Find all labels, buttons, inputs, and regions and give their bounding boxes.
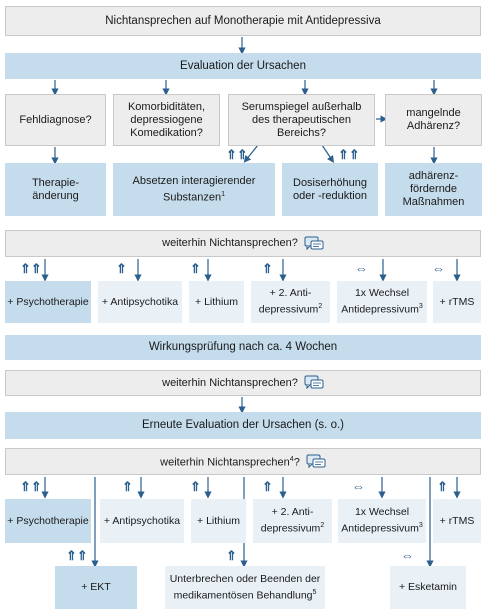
option-second-antidepressant-2: + 2. Anti-depressivum2 bbox=[253, 499, 332, 543]
strong-recommendation-arrow: ⇑⇑ bbox=[20, 479, 42, 494]
option-psychotherapy-2: + Psychotherapie bbox=[5, 499, 91, 543]
open-recommendation-symbol: ⇔ bbox=[355, 261, 368, 276]
weak-recommendation-arrow: ⇑ bbox=[122, 479, 133, 494]
cause-misdiagnosis: Fehldiagnose? bbox=[5, 94, 106, 146]
efficacy-check-box: Wirkungsprüfung nach ca. 4 Wochen bbox=[5, 335, 481, 360]
strong-recommendation-arrow: ⇑⇑ bbox=[338, 147, 360, 162]
option-lithium: + Lithium bbox=[189, 281, 244, 323]
second-ad-footnote: 2 bbox=[318, 303, 323, 311]
option-rtms: + rTMS bbox=[433, 281, 481, 323]
discontinue-label: Absetzen interagierender Substanzen bbox=[132, 174, 256, 204]
switch-line2-2: Antidepressivum bbox=[341, 522, 419, 535]
action-discontinue: Absetzen interagierender Substanzen1 bbox=[113, 163, 275, 216]
option-second-antidepressant: + 2. Anti-depressivum2 bbox=[251, 281, 330, 323]
weak-recommendation-arrow: ⇑ bbox=[437, 479, 448, 494]
weak-recommendation-arrow: ⇑ bbox=[116, 261, 127, 276]
weak-recommendation-arrow: ⇑ bbox=[262, 261, 273, 276]
open-recommendation-symbol: ⇔ bbox=[432, 261, 445, 276]
question-3-mark: ? bbox=[293, 456, 300, 469]
weak-recommendation-arrow: ⇑ bbox=[190, 479, 201, 494]
option-antipsychotics: + Antipsychotika bbox=[98, 281, 182, 323]
question-3-label: weiterhin Nichtansprechen bbox=[160, 456, 290, 469]
weak-recommendation-arrow: ⇑ bbox=[226, 548, 237, 563]
option-switch-antidepressant: 1x Wechsel Antidepressivum3 bbox=[337, 281, 427, 323]
weak-recommendation-arrow: ⇑ bbox=[262, 479, 273, 494]
chat-icon bbox=[304, 375, 324, 390]
option-lithium-2: + Lithium bbox=[191, 499, 246, 543]
open-recommendation-symbol: ⇔ bbox=[401, 548, 414, 563]
action-adherence: adhärenz-fördernde Maßnahmen bbox=[385, 163, 482, 216]
second-ad-label-2: + 2. Anti-depressivum bbox=[260, 506, 321, 535]
stop-label: Unterbrechen oder Beenden der medikament… bbox=[169, 572, 321, 602]
discontinue-footnote: 1 bbox=[221, 190, 225, 198]
option-antipsychotics-2: + Antipsychotika bbox=[100, 499, 184, 543]
strong-recommendation-arrow: ⇑⇑ bbox=[226, 147, 248, 162]
strong-recommendation-arrow: ⇑⇑ bbox=[66, 548, 88, 563]
strong-recommendation-arrow: ⇑⇑ bbox=[20, 261, 42, 276]
open-recommendation-symbol: ⇔ bbox=[352, 479, 365, 494]
question-2-label: weiterhin Nichtansprechen? bbox=[162, 376, 298, 389]
question-no-response-1: weiterhin Nichtansprechen? bbox=[5, 230, 481, 257]
second-ad-label: + 2. Anti-depressivum bbox=[258, 287, 319, 316]
option-rtms-2: + rTMS bbox=[433, 499, 481, 543]
cause-comorbidity: Komorbiditäten, depressiogene Komedikati… bbox=[113, 94, 220, 146]
chat-icon bbox=[304, 236, 324, 250]
cause-serum-level: Serumspiegel außerhalb des therapeutisch… bbox=[228, 94, 375, 146]
weak-recommendation-arrow: ⇑ bbox=[190, 261, 201, 276]
option-psychotherapy: + Psychotherapie bbox=[5, 281, 91, 323]
evaluation-box: Evaluation der Ursachen bbox=[5, 53, 481, 79]
option-ect: + EKT bbox=[55, 566, 137, 609]
option-switch-antidepressant-2: 1x Wechsel Antidepressivum3 bbox=[338, 499, 426, 543]
second-ad-footnote-2: 2 bbox=[320, 522, 325, 530]
question-1-label: weiterhin Nichtansprechen? bbox=[162, 237, 298, 249]
question-no-response-2: weiterhin Nichtansprechen? bbox=[5, 370, 481, 396]
question-no-response-3: weiterhin Nichtansprechen4? bbox=[5, 448, 481, 475]
switch-footnote: 3 bbox=[418, 303, 423, 311]
switch-line2: Antidepressivum bbox=[341, 303, 419, 316]
switch-line1-2: 1x Wechsel bbox=[354, 506, 410, 519]
option-esketamine: + Esketamin bbox=[390, 566, 466, 609]
stop-footnote: 5 bbox=[312, 588, 317, 596]
switch-line1: 1x Wechsel bbox=[354, 287, 410, 300]
action-therapy-change: Therapie-änderung bbox=[5, 163, 106, 216]
start-box: Nichtansprechen auf Monotherapie mit Ant… bbox=[5, 6, 481, 36]
cause-adherence: mangelnde Adhärenz? bbox=[385, 94, 482, 146]
switch-footnote-2: 3 bbox=[418, 522, 423, 530]
option-stop-medication: Unterbrechen oder Beenden der medikament… bbox=[165, 566, 325, 609]
question-3-footnote: 4 bbox=[289, 456, 294, 464]
action-dose: Dosiserhöhung oder -reduktion bbox=[282, 163, 378, 216]
re-evaluation-box: Erneute Evaluation der Ursachen (s. o.) bbox=[5, 412, 481, 439]
chat-icon bbox=[306, 454, 326, 468]
